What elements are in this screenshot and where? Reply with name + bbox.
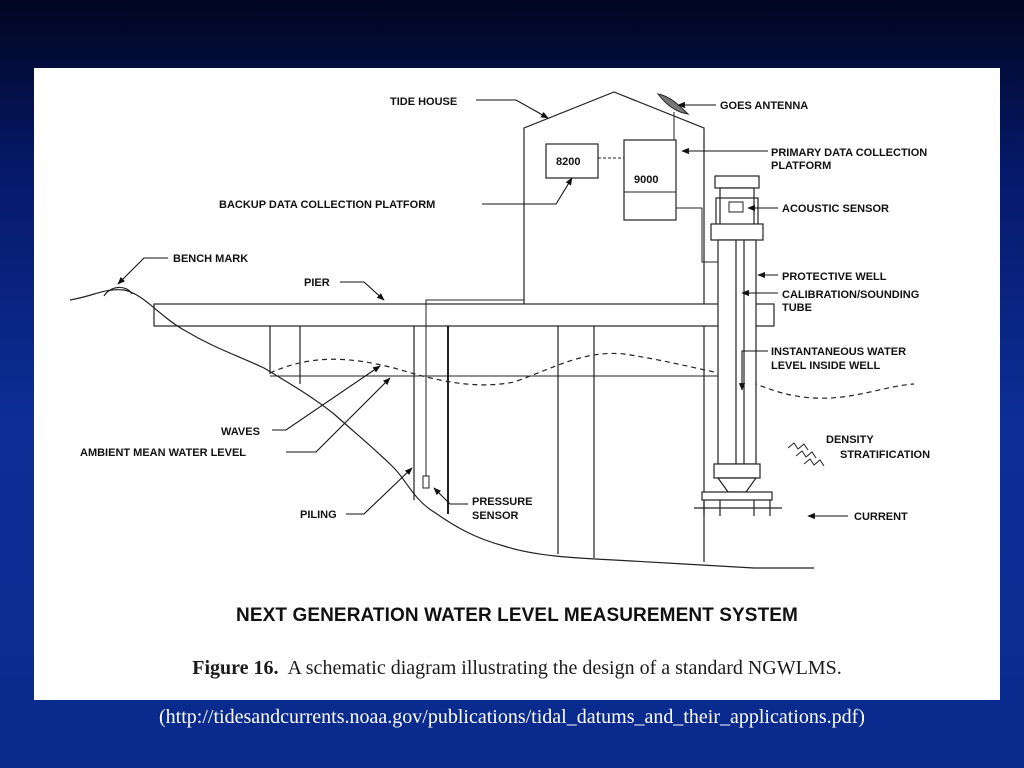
- backup-dcp-box: [545, 143, 599, 179]
- tide-house-arrow: [476, 99, 549, 119]
- calibration-label-2: TUBE: [782, 302, 812, 314]
- backup-dcp-arrow: [482, 177, 573, 205]
- primary-dcp-label-2: PLATFORM: [771, 160, 831, 172]
- wave-line: [269, 352, 915, 399]
- pilings: [269, 326, 705, 562]
- figure-panel: 8200 9000: [34, 68, 1000, 700]
- bench-mark-label: BENCH MARK: [173, 253, 248, 265]
- figure-caption-text: A schematic diagram illustrating the des…: [287, 657, 842, 679]
- acoustic-sensor-head: [728, 201, 744, 213]
- instantaneous-label-2: LEVEL INSIDE WELL: [771, 360, 880, 372]
- instantaneous-level-arrow: [738, 350, 768, 391]
- density-stratification-symbol: [787, 442, 825, 467]
- goes-antenna-label: GOES ANTENNA: [720, 100, 808, 112]
- ambient-level-label: AMBIENT MEAN WATER LEVEL: [80, 447, 246, 459]
- source-url: (http://tidesandcurrents.noaa.gov/public…: [159, 706, 865, 728]
- instantaneous-label-1: INSTANTANEOUS WATER: [771, 346, 906, 358]
- primary-dcp-label-1: PRIMARY DATA COLLECTION: [771, 147, 927, 159]
- pressure-sensor-body: [422, 475, 430, 489]
- diagram-title: NEXT GENERATION WATER LEVEL MEASUREMENT …: [236, 605, 798, 626]
- density-label-1: DENSITY: [826, 434, 874, 446]
- protective-well-label: PROTECTIVE WELL: [782, 271, 887, 283]
- current-label: CURRENT: [854, 511, 908, 523]
- piling-label: PILING: [300, 509, 337, 521]
- waves-label: WAVES: [221, 426, 260, 438]
- waves-arrow: [272, 365, 381, 431]
- protective-well: [694, 175, 782, 516]
- pressure-sensor-arrow: [433, 487, 468, 505]
- ambient-level-arrow: [286, 377, 391, 453]
- figure-caption: Figure 16. A schematic diagram illustrat…: [34, 657, 1000, 680]
- box-8200-label: 8200: [556, 156, 580, 168]
- backup-dcp-label: BACKUP DATA COLLECTION PLATFORM: [219, 199, 435, 211]
- bench-mark-arrow: [117, 257, 168, 285]
- primary-dcp-box: [623, 139, 677, 221]
- density-label-2: STRATIFICATION: [840, 449, 930, 461]
- goes-antenna-dish: [656, 93, 690, 115]
- tide-house-label: TIDE HOUSE: [390, 96, 457, 108]
- box-9000-label: 9000: [634, 174, 658, 186]
- ngwlms-schematic: 8200 9000: [69, 91, 930, 569]
- tide-house: [523, 91, 705, 304]
- pressure-sensor-label-1: PRESSURE: [472, 496, 533, 508]
- pier-label: PIER: [304, 277, 330, 289]
- acoustic-sensor-label: ACOUSTIC SENSOR: [782, 203, 889, 215]
- bench-mark-symbol: [103, 286, 133, 297]
- pressure-cable: [425, 299, 524, 480]
- piling-arrow: [346, 467, 413, 515]
- figure-caption-label: Figure 16.: [192, 657, 279, 679]
- shoreline: [69, 289, 814, 569]
- pier-arrow: [340, 281, 385, 301]
- pressure-sensor-label-2: SENSOR: [472, 510, 519, 522]
- pier-deck: [153, 303, 775, 327]
- calibration-label-1: CALIBRATION/SOUNDING: [782, 289, 919, 301]
